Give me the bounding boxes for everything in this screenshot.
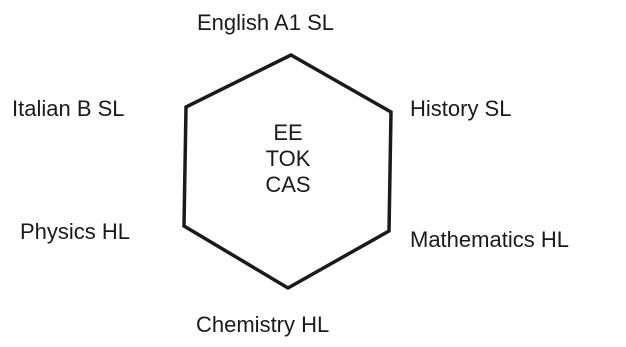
subject-label-upper-left: Italian B SL — [12, 96, 125, 121]
core-item-ee: EE — [273, 120, 303, 145]
subject-label-upper-right: History SL — [410, 96, 512, 121]
core-item-cas: CAS — [265, 172, 311, 197]
subject-label-top: English A1 SL — [197, 10, 334, 35]
core-components: EE TOK CAS — [222, 120, 354, 198]
subject-label-bottom: Chemistry HL — [196, 312, 330, 337]
core-item-tok: TOK — [265, 146, 311, 171]
hexagon-shape — [182, 53, 393, 291]
subject-label-lower-left: Physics HL — [20, 219, 131, 244]
subject-label-lower-right: Mathematics HL — [410, 227, 569, 252]
